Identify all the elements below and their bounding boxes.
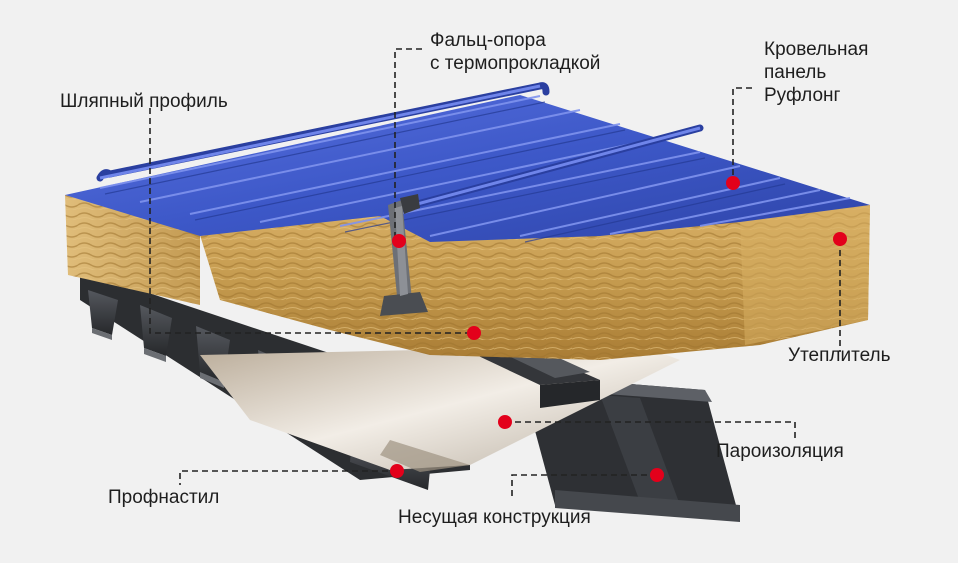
label-hat-profile: Шляпный профиль — [60, 91, 228, 112]
marker-load-bearing — [650, 468, 664, 482]
marker-profiled-deck — [390, 464, 404, 478]
marker-seam-support — [392, 234, 406, 248]
marker-insulation — [833, 232, 847, 246]
leader-seam-support — [394, 48, 422, 240]
leader-hat-profile — [149, 108, 475, 334]
marker-vapor-barrier — [498, 415, 512, 429]
leader-lines — [149, 48, 841, 497]
roof-panel-shape — [65, 82, 870, 243]
insulation-shape — [65, 195, 870, 360]
label-vapor-barrier: Пароизоляция — [716, 441, 844, 462]
label-roof-panel-line2: панель — [764, 62, 827, 83]
label-roof-panel-line3: Руфлонг — [764, 85, 841, 106]
label-insulation: Утеплитель — [788, 345, 891, 366]
label-seam-support-line1: Фальц-опора — [430, 30, 546, 51]
label-roof-panel-line1: Кровельная — [764, 39, 869, 60]
seam-support-shape — [380, 194, 428, 316]
label-profiled-deck: Профнастил — [108, 487, 220, 508]
markers — [390, 176, 847, 482]
label-seam-support-line2: с термопрокладкой — [430, 53, 601, 74]
leader-roof-panel — [732, 87, 752, 182]
marker-hat-profile — [467, 326, 481, 340]
label-load-bearing: Несущая конструкция — [398, 507, 591, 528]
leader-vapor-barrier — [505, 421, 796, 442]
marker-roof-panel — [726, 176, 740, 190]
leader-load-bearing — [511, 474, 657, 497]
label-seam-support: Фальц-опора с термопрокладкой — [430, 29, 600, 75]
label-roof-panel: Кровельная панель Руфлонг — [764, 38, 868, 107]
leader-profiled-deck — [179, 470, 398, 485]
